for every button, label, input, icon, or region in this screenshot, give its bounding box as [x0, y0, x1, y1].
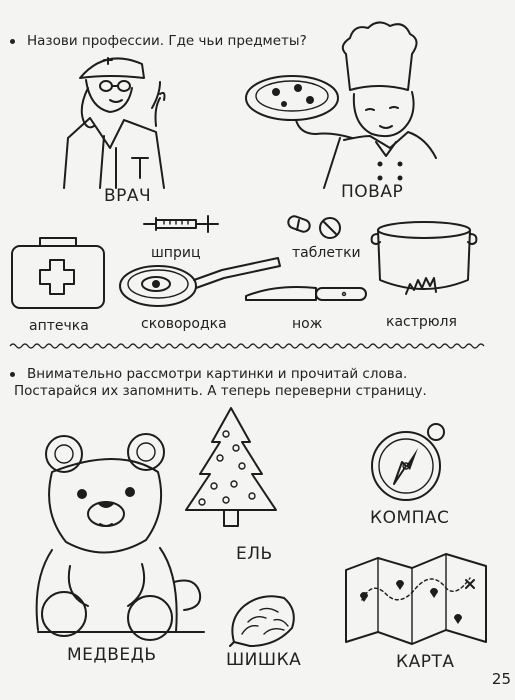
knife-illustration: [245, 286, 367, 301]
label-doctor: ВРАЧ: [104, 186, 152, 206]
pot-illustration: [370, 221, 478, 295]
page-number: 25: [491, 670, 511, 688]
bear-illustration: [35, 433, 205, 641]
doctor-illustration: [63, 57, 166, 189]
wavy-divider: [9, 343, 485, 349]
task-2-line-2: Постарайся их запомнить. А теперь переве…: [14, 383, 427, 399]
task-2-line-1: Внимательно рассмотри картинки и прочита…: [27, 366, 408, 382]
first-aid-kit-illustration: [11, 237, 105, 309]
pills-illustration: [287, 215, 341, 239]
bullet-2: [10, 372, 15, 377]
label-pills: таблетки: [292, 245, 361, 261]
label-pot: кастрюля: [386, 314, 457, 330]
task-1-instruction: Назови профессии. Где чьи предметы?: [27, 33, 307, 49]
label-map: КАРТА: [396, 652, 455, 672]
label-cone: ШИШКА: [226, 650, 302, 670]
pine-cone-illustration: [229, 595, 295, 647]
compass-illustration: [371, 423, 445, 501]
spruce-illustration: [185, 407, 277, 527]
map-illustration: [345, 553, 487, 645]
syringe-illustration: [143, 215, 219, 233]
label-knife: нож: [292, 316, 323, 332]
label-tree: ЕЛЬ: [236, 544, 273, 564]
frying-pan-illustration: [119, 257, 281, 307]
cook-illustration: [245, 21, 437, 189]
label-syringe: шприц: [151, 245, 201, 261]
label-first-aid: аптечка: [29, 318, 89, 334]
label-pan: сковородка: [141, 316, 227, 332]
label-compass: КОМПАС: [370, 508, 450, 528]
bullet-1: [10, 39, 15, 44]
label-bear: МЕДВЕДЬ: [67, 645, 157, 665]
label-cook: ПОВАР: [341, 182, 404, 202]
